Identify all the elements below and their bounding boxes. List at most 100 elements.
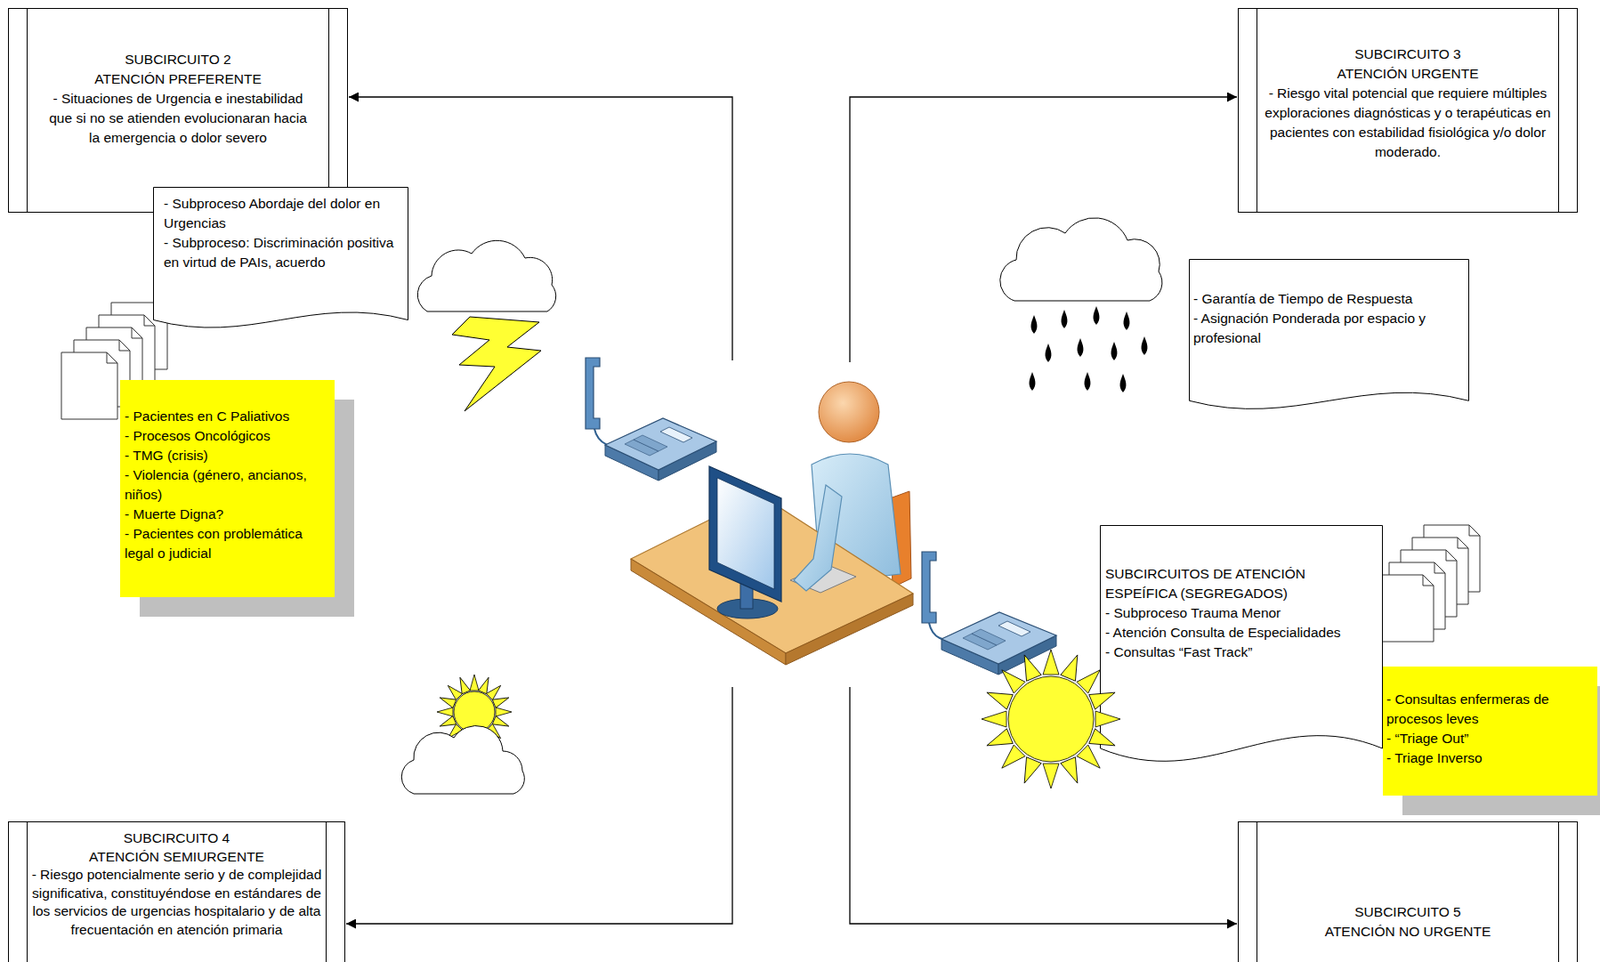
phone-keypad	[633, 435, 668, 452]
body-text: - Situaciones de Urgencia e inestabilida…	[45, 88, 311, 148]
sun-ray	[469, 674, 479, 691]
sun-ray	[495, 707, 512, 717]
sun-rays	[981, 649, 1121, 789]
person-head	[818, 381, 880, 443]
body-text: - Violencia (género, ancianos, niños)	[124, 465, 332, 505]
body-text: - “Triage Out”	[1386, 728, 1591, 749]
sun-ray	[437, 716, 456, 731]
body-text: - Atención Consulta de Especialidades	[1105, 622, 1348, 643]
subcircuit-box: SUBCIRCUITO 5ATENCIÓN NO URGENTE	[1237, 821, 1578, 962]
process-side-line	[26, 822, 28, 962]
sun-core	[1008, 676, 1094, 762]
body-text: - Triage Inverso	[1386, 748, 1591, 768]
heading-text: SUBCIRCUITO 5	[1256, 902, 1560, 922]
sun-ray	[995, 663, 1026, 694]
heading-text: ATENCIÓN NO URGENTE	[1256, 921, 1560, 942]
sun-ray	[455, 675, 470, 694]
monitor-frame	[709, 466, 782, 602]
process-side-line	[26, 8, 28, 212]
cloud	[401, 726, 525, 794]
lightning-bolt	[452, 316, 542, 412]
subcircuit-box: SUBCIRCUITO 2ATENCIÓN PREFERENTE- Situac…	[8, 8, 348, 213]
body-text: - Muerte Digna?	[124, 504, 332, 525]
body-text: - Consultas “Fast Track”	[1105, 642, 1348, 663]
rain-drop	[1123, 311, 1131, 331]
body-text: - Procesos Oncológicos	[124, 426, 332, 446]
monitor-screen	[717, 477, 775, 590]
phone-handset	[921, 551, 937, 623]
desk-edge	[785, 593, 914, 665]
rain-drop	[1029, 371, 1036, 391]
document-outline	[1189, 259, 1470, 410]
sun-ray	[1042, 763, 1059, 789]
phone-keypad	[971, 629, 1006, 646]
sun-ray	[436, 707, 453, 717]
rain-drop	[1111, 341, 1118, 361]
body-text: - Pacientes en C Paliativos	[124, 406, 332, 427]
process-side-line	[325, 822, 327, 962]
sun-ray	[1042, 649, 1059, 675]
sun-ray	[1076, 744, 1107, 775]
document-page	[61, 352, 118, 420]
body-text: - Riesgo potencialmente serio y de compl…	[26, 865, 327, 939]
rain-drop	[1141, 336, 1148, 356]
cloud	[1000, 218, 1163, 301]
heading-text: SUBCIRCUITO 3	[1263, 44, 1552, 65]
sticky-note: - Consultas enfermeras de procesos leves…	[1382, 666, 1598, 796]
rain-drop	[1120, 373, 1127, 393]
phone-base	[605, 418, 717, 470]
flow-arrow	[849, 96, 1237, 363]
sun-ray	[1089, 685, 1119, 710]
sun-ray	[995, 744, 1026, 775]
body-text: - Pacientes con problemática legal o jud…	[124, 524, 332, 564]
process-side-line	[1558, 822, 1560, 962]
rain-drop	[1084, 371, 1091, 391]
cloud	[417, 240, 556, 312]
heading-text: ATENCIÓN PREFERENTE	[45, 69, 311, 89]
body-text: - Subproceso Abordaje del dolor en Urgen…	[163, 193, 400, 234]
process-side-line	[328, 8, 330, 212]
sun-ray	[1060, 757, 1085, 787]
rain-drop	[1031, 315, 1038, 334]
document-note: - Subproceso Abordaje del dolor en Urgen…	[153, 186, 409, 337]
process-side-line	[1558, 8, 1560, 212]
phone-display	[660, 427, 693, 443]
body-text: - Consultas enfermeras de procesos leves	[1386, 689, 1591, 729]
phone-handset	[585, 357, 600, 429]
process-side-line	[1256, 8, 1258, 212]
rain-drop	[1061, 309, 1068, 329]
sun-ray	[981, 711, 1007, 728]
rain-drop	[1045, 343, 1052, 363]
sun-ray	[492, 693, 510, 708]
document-note: SUBCIRCUITOS DE ATENCIÓN ESPEÍFICA (SEGR…	[1099, 525, 1383, 776]
sticky-note: - Pacientes en C Paliativos- Procesos On…	[120, 379, 335, 598]
body-text: - Subproceso Trauma Menor	[1105, 603, 1348, 623]
document-page	[1377, 574, 1434, 642]
person-arm	[793, 484, 842, 591]
document-outline	[153, 187, 409, 329]
sun-ray	[1076, 663, 1107, 694]
heading-text: SUBCIRCUITO 2	[45, 49, 311, 70]
body-text: - Garantía de Tiempo de Respuesta	[1193, 289, 1466, 309]
sun-ray	[1089, 728, 1119, 753]
body-text: - Riesgo vital potencial que requiere mú…	[1263, 83, 1552, 162]
sun-ray	[1017, 757, 1042, 787]
body-text: SUBCIRCUITOS DE ATENCIÓN ESPEÍFICA (SEGR…	[1105, 564, 1348, 604]
rain-drop	[1093, 306, 1100, 325]
document-outline	[1100, 525, 1383, 762]
phone-base	[941, 612, 1057, 664]
document-note: - Garantía de Tiempo de Respuesta- Asign…	[1188, 258, 1470, 419]
sun-ray	[1060, 651, 1085, 681]
sun-ray	[983, 728, 1013, 753]
heading-text: ATENCIÓN URGENTE	[1263, 64, 1552, 84]
sun-ray	[1095, 711, 1121, 728]
body-text: - Subproceso: Discriminación positiva en…	[163, 233, 400, 273]
sun-ray	[983, 685, 1013, 710]
phone-display	[998, 621, 1031, 637]
subcircuit-box: SUBCIRCUITO 4ATENCIÓN SEMIURGENTE- Riesg…	[8, 821, 346, 962]
body-text: - Asignación Ponderada por espacio y pro…	[1193, 308, 1466, 348]
rain-drop	[1077, 338, 1084, 357]
process-side-line	[1256, 822, 1258, 962]
flow-arrow	[346, 686, 733, 924]
